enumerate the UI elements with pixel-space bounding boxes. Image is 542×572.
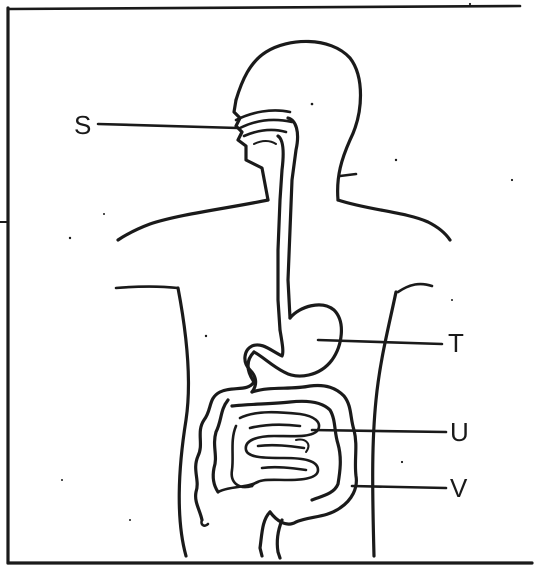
right-shoulder [338,200,450,240]
oesophagus [278,118,298,330]
left-shoulder [118,200,268,240]
mouth-cavity [236,110,292,144]
label-s: S [74,110,91,140]
large-intestine [196,352,357,558]
right-arm-cut [398,284,432,292]
scan-specks [61,3,513,521]
label-t: T [448,328,464,358]
pointer-line-v [352,486,446,488]
right-torso-side [373,292,396,556]
label-u: U [450,417,469,447]
left-torso-side [178,288,188,556]
pointer-line-t [318,340,442,344]
left-arm-cut [116,287,178,289]
label-v: V [450,473,468,503]
small-intestine [232,412,319,487]
collar-mark [340,174,356,176]
stomach [245,305,341,392]
pointer-line-s [98,124,238,128]
pointer-line-u [312,430,446,432]
